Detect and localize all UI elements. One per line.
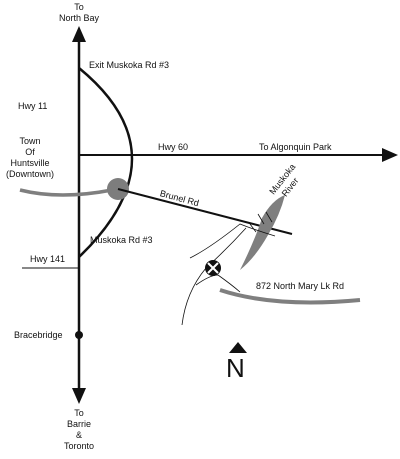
to-barrie-toronto-label: To Barrie & Toronto [63, 408, 95, 451]
destination-marker-icon [205, 260, 221, 276]
bracebridge-marker [75, 331, 83, 339]
local-road-west [189, 223, 276, 259]
muskoka-river-south [219, 288, 361, 305]
river-crossing-marks [249, 211, 273, 233]
destination-label: 872 North Mary Lk Rd [256, 281, 345, 291]
muskoka-rd3-label: Muskoka Rd #3 [90, 235, 153, 245]
exit-muskoka-label: Exit Muskoka Rd #3 [89, 60, 170, 70]
to-north-bay-label: To North Bay [58, 2, 100, 23]
north-label: N [226, 353, 245, 383]
local-road-bend [195, 274, 241, 293]
muskoka-rd3-road [78, 67, 134, 258]
north-arrow-icon [229, 342, 247, 353]
hwy11-label: Hwy 11 [18, 101, 48, 111]
town-river [19, 188, 113, 197]
hwy60-label: Hwy 60 [158, 142, 189, 152]
north-mary-lake-road [181, 227, 247, 326]
north-arrowhead-icon [72, 26, 86, 42]
hwy141-label: Hwy 141 [30, 254, 66, 264]
town-label: Town Of Huntsville (Downtown) [5, 136, 55, 179]
to-algonquin-label: To Algonquin Park [259, 142, 332, 152]
south-arrowhead-icon [72, 388, 86, 404]
east-arrowhead-icon [382, 148, 398, 162]
bracebridge-label: Bracebridge [14, 330, 63, 340]
